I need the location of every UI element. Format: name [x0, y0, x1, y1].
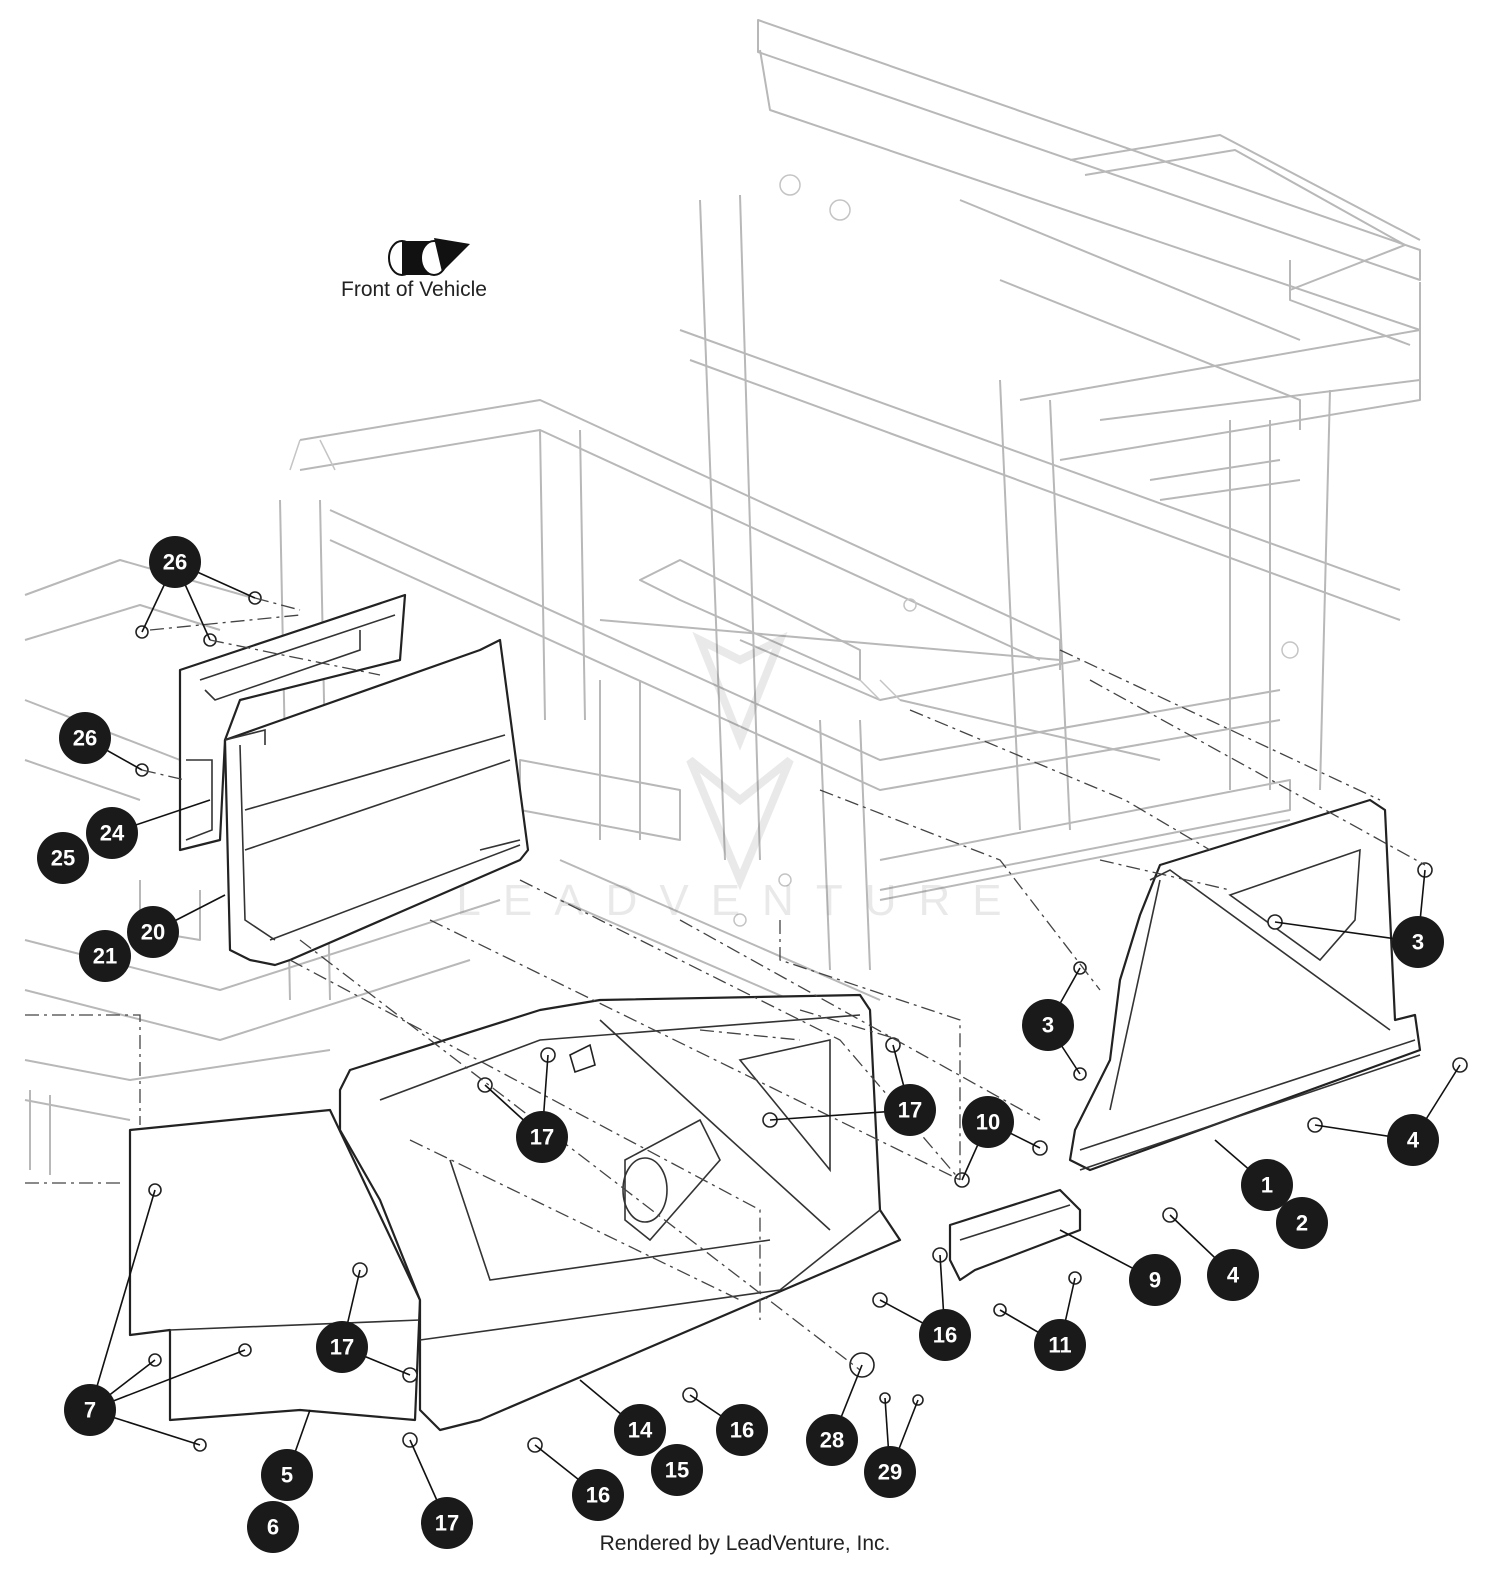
callout-11[interactable]: 11: [1034, 1319, 1086, 1371]
svg-text:11: 11: [1048, 1333, 1071, 1358]
svg-text:1: 1: [1261, 1173, 1273, 1198]
leadventure-logo-icon: [686, 631, 794, 891]
dash-lower-panel: [223, 638, 530, 967]
callout-17[interactable]: 17: [516, 1111, 568, 1163]
leadventure-watermark: LEADVENTURE: [456, 631, 1023, 925]
svg-text:17: 17: [435, 1511, 459, 1536]
callout-badges: 26 26 24 25 20 21 3 3 4 4 1 2 10 9 11 17…: [37, 536, 1444, 1553]
svg-text:16: 16: [933, 1323, 957, 1348]
callout-10[interactable]: 10: [962, 1096, 1014, 1148]
callout-5[interactable]: 5: [261, 1449, 313, 1501]
callout-20[interactable]: 20: [127, 906, 179, 958]
svg-text:26: 26: [73, 726, 97, 751]
svg-text:16: 16: [730, 1418, 754, 1443]
svg-text:25: 25: [51, 846, 75, 871]
callout-4[interactable]: 4: [1387, 1114, 1439, 1166]
callout-4[interactable]: 4: [1207, 1249, 1259, 1301]
callout-7[interactable]: 7: [64, 1384, 116, 1436]
svg-text:10: 10: [976, 1110, 1000, 1135]
callout-1[interactable]: 1: [1241, 1159, 1293, 1211]
front-of-vehicle-indicator: Front of Vehicle: [341, 238, 487, 301]
watermark-text: LEADVENTURE: [456, 876, 1023, 925]
svg-text:3: 3: [1412, 930, 1424, 955]
callout-17[interactable]: 17: [884, 1084, 936, 1136]
svg-text:14: 14: [628, 1418, 653, 1443]
svg-text:9: 9: [1149, 1268, 1161, 1293]
callout-6[interactable]: 6: [247, 1501, 299, 1553]
callout-3[interactable]: 3: [1392, 916, 1444, 968]
callout-24[interactable]: 24: [86, 807, 138, 859]
callout-15[interactable]: 15: [651, 1444, 703, 1496]
svg-text:28: 28: [820, 1428, 844, 1453]
callout-26[interactable]: 26: [59, 712, 111, 764]
rear-side-panel: [1068, 798, 1422, 1172]
svg-text:29: 29: [878, 1460, 902, 1485]
callout-25[interactable]: 25: [37, 832, 89, 884]
front-of-vehicle-label: Front of Vehicle: [341, 278, 487, 301]
svg-text:17: 17: [330, 1335, 354, 1360]
svg-text:16: 16: [586, 1483, 610, 1508]
direction-arrow-icon: [388, 238, 470, 276]
svg-text:15: 15: [665, 1458, 689, 1483]
svg-text:17: 17: [898, 1098, 922, 1123]
svg-text:5: 5: [281, 1463, 293, 1488]
callout-21[interactable]: 21: [79, 930, 131, 982]
rendered-by-credit: Rendered by LeadVenture, Inc.: [600, 1532, 891, 1555]
callout-29[interactable]: 29: [864, 1446, 916, 1498]
svg-text:7: 7: [84, 1398, 96, 1423]
bracket-panel: [178, 593, 407, 852]
callout-17[interactable]: 17: [316, 1321, 368, 1373]
center-side-panel: [338, 993, 902, 1432]
assembly-lines: [25, 597, 1426, 1371]
svg-text:24: 24: [100, 821, 125, 846]
callout-9[interactable]: 9: [1129, 1254, 1181, 1306]
svg-text:17: 17: [530, 1125, 554, 1150]
callout-2[interactable]: 2: [1276, 1197, 1328, 1249]
callout-26[interactable]: 26: [149, 536, 201, 588]
callout-16[interactable]: 16: [919, 1309, 971, 1361]
callout-3[interactable]: 3: [1022, 999, 1074, 1051]
callout-16[interactable]: 16: [716, 1404, 768, 1456]
rocker-bracket: [948, 1188, 1082, 1282]
svg-text:3: 3: [1042, 1013, 1054, 1038]
svg-text:4: 4: [1407, 1128, 1420, 1153]
parts-group: [128, 591, 1468, 1453]
svg-text:21: 21: [93, 944, 117, 969]
svg-text:26: 26: [163, 550, 187, 575]
callout-28[interactable]: 28: [806, 1414, 858, 1466]
svg-text:2: 2: [1296, 1211, 1308, 1236]
svg-text:20: 20: [141, 920, 165, 945]
svg-text:4: 4: [1227, 1263, 1240, 1288]
callout-14[interactable]: 14: [614, 1404, 666, 1456]
callout-16[interactable]: 16: [572, 1469, 624, 1521]
svg-text:6: 6: [267, 1515, 279, 1540]
callout-17[interactable]: 17: [421, 1497, 473, 1549]
